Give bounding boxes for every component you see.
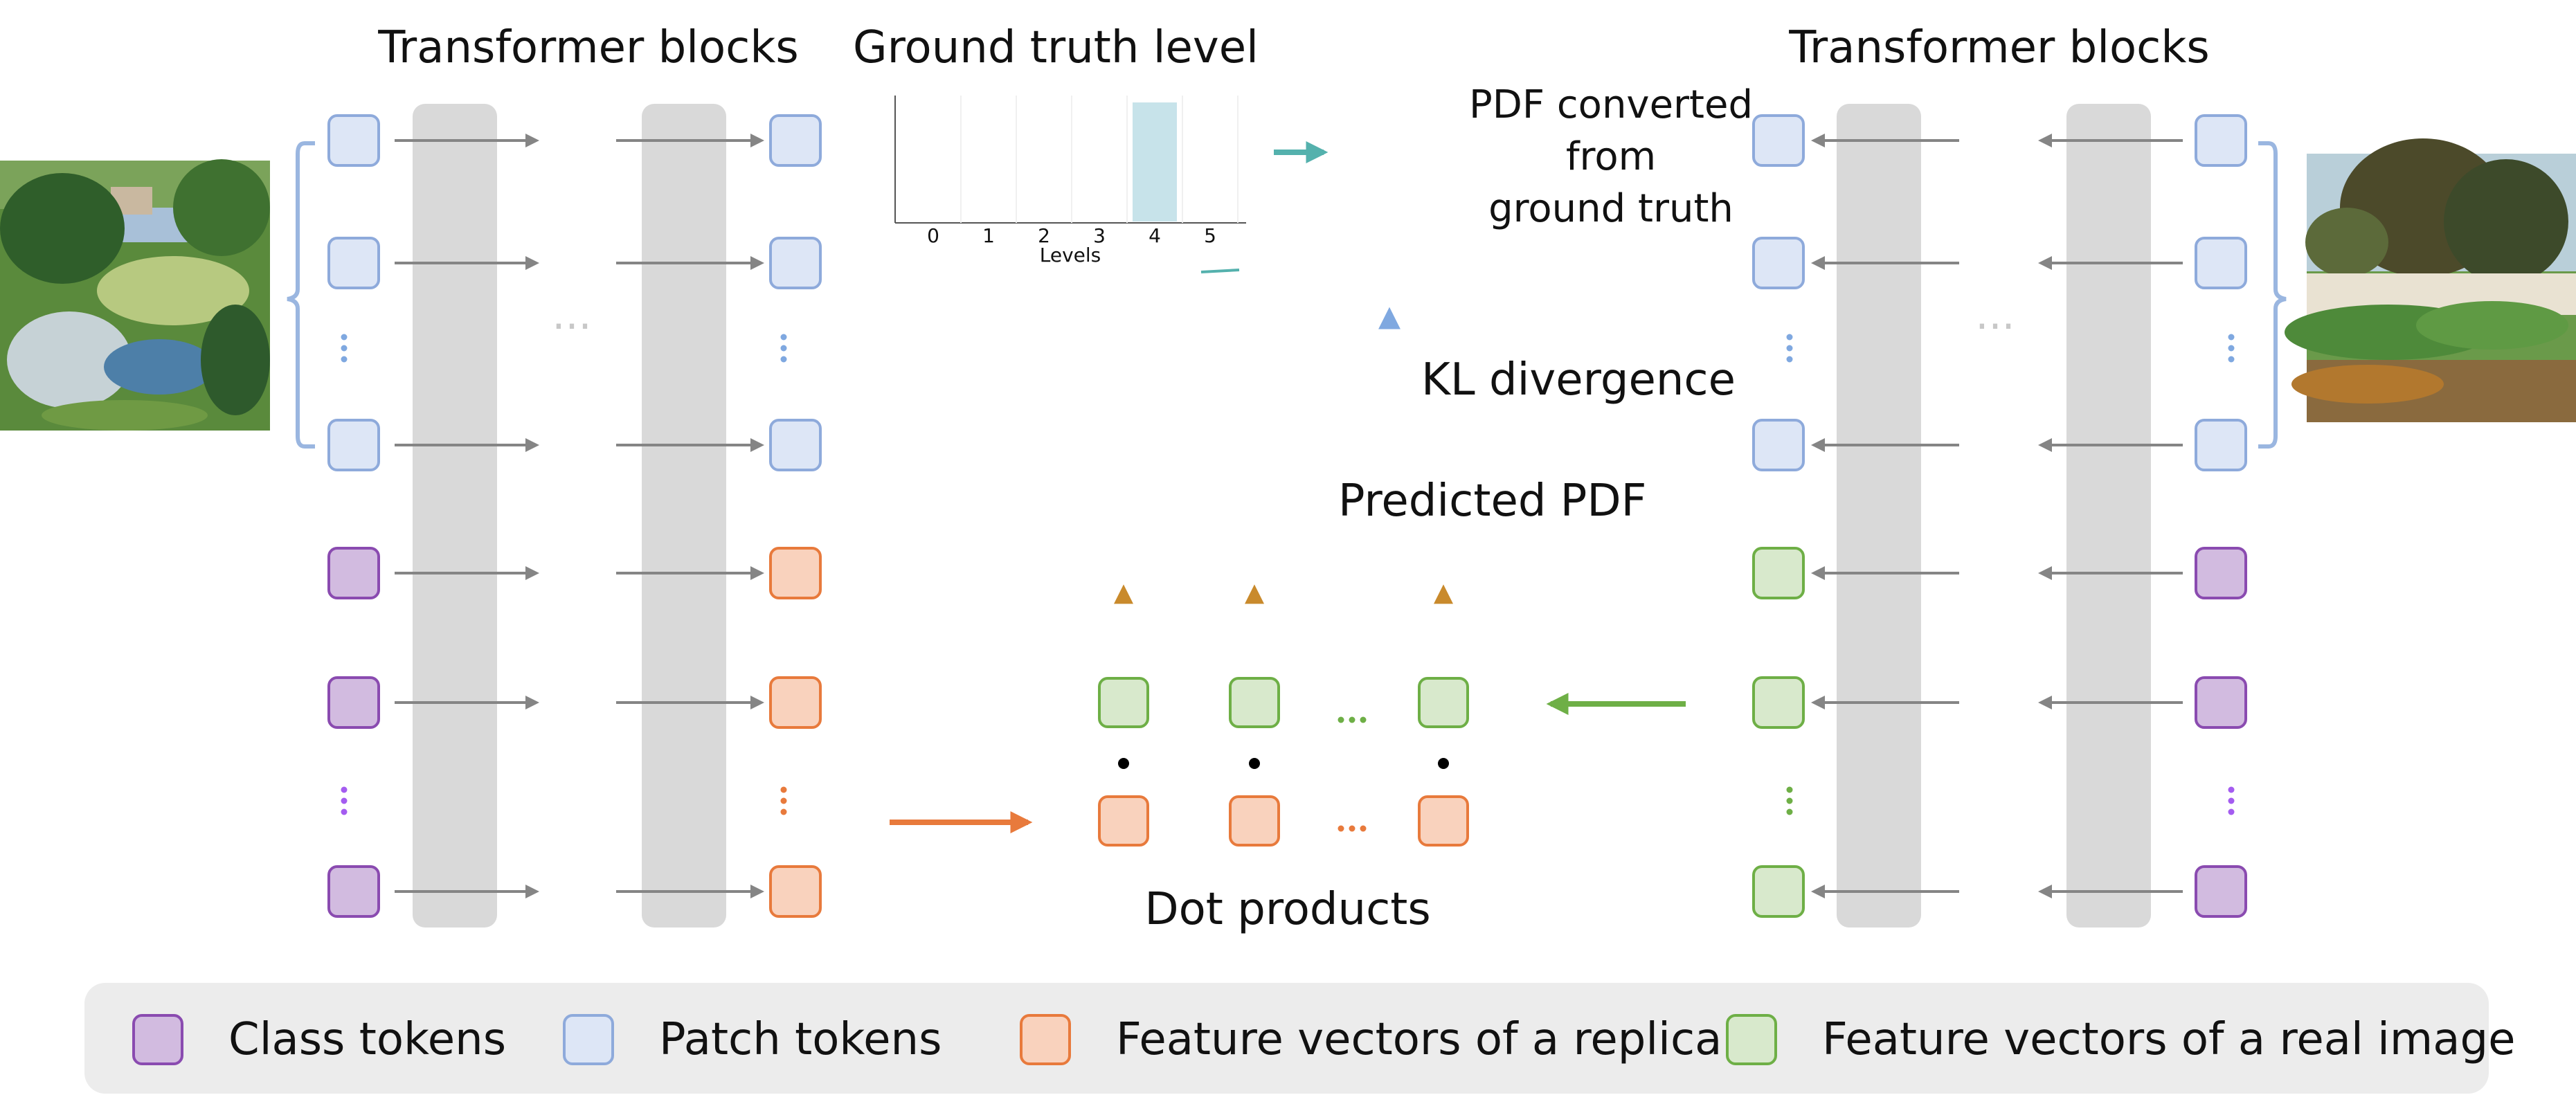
left-input-class-token (327, 547, 380, 599)
dot-real-vector (1418, 677, 1469, 728)
legend-patch-swatch (563, 1014, 614, 1065)
legend-panel (84, 983, 2489, 1094)
right-transformer-heading: Transformer blocks (1788, 22, 2210, 73)
dot-real-hdots (1337, 716, 1367, 723)
legend-real-swatch (1726, 1014, 1777, 1065)
left-transformer-block-1 (413, 104, 497, 927)
gt-chart-x-label: Levels (1040, 244, 1101, 266)
left-transformer-block-2 (642, 104, 726, 927)
left-input-vdots (341, 334, 348, 363)
pdf-converted-line3: ground truth (1488, 186, 1733, 231)
left-output-patch-token (769, 114, 822, 167)
right-output-vdots (1786, 334, 1793, 363)
dot-real-vector (1098, 677, 1149, 728)
right-brace (2258, 141, 2287, 449)
right-transformer-block-2 (2066, 104, 2151, 927)
dot-operator (1249, 758, 1260, 769)
legend: Class tokens Patch tokens Feature vectors … (132, 1014, 2515, 1065)
gt-highlight-bar (1133, 102, 1177, 221)
dot-replica-vector (1418, 795, 1469, 847)
gt-level-heading: Ground truth level (853, 22, 1259, 73)
gt-tick-label-3: 3 (1093, 224, 1106, 247)
right-output-real-token (1752, 865, 1805, 918)
gt-tick-label-4: 4 (1149, 224, 1161, 247)
gt-level-chart: 0 1 2 3 4 5 Levels (894, 96, 1246, 266)
right-output-patch-token (1752, 237, 1805, 289)
gt-tick-label-1: 1 (982, 224, 995, 247)
left-output-replica-token (769, 865, 822, 918)
right-input-vdots (2228, 786, 2235, 815)
right-painting-image (2285, 138, 2576, 422)
left-input-patch-token (327, 114, 380, 167)
right-input-patch-token (2195, 114, 2247, 167)
right-input-class-token (2195, 676, 2247, 729)
left-painting-image (0, 159, 270, 431)
left-input-class-token (327, 676, 380, 729)
left-brace (287, 141, 315, 449)
right-output-real-token (1752, 676, 1805, 729)
pdf-converted-line1: PDF converted (1469, 82, 1753, 127)
left-output-replica-token (769, 676, 822, 729)
left-blocks-ellipsis: ··· (552, 302, 591, 351)
legend-replica-swatch (1020, 1014, 1071, 1065)
gt-tick-label-0: 0 (927, 224, 939, 247)
legend-patch-label: Patch tokens (659, 1014, 942, 1065)
gt-tick-label-5: 5 (1204, 224, 1216, 247)
legend-class-swatch (132, 1014, 183, 1065)
right-blocks-ellipsis: ··· (1975, 302, 2015, 351)
left-output-replica-token (769, 547, 822, 599)
left-output-vdots (780, 786, 787, 815)
legend-class-label: Class tokens (228, 1014, 506, 1065)
right-input-patch-token (2195, 419, 2247, 471)
right-output-patch-token (1752, 419, 1805, 471)
legend-real-label: Feature vectors of a real image (1822, 1014, 2515, 1065)
right-input-vdots (2228, 334, 2235, 363)
left-output-patch-token (769, 419, 822, 471)
right-output-patch-token (1752, 114, 1805, 167)
dot-operator (1438, 758, 1449, 769)
token-columns (327, 114, 2247, 918)
pdf-converted-line2: from (1566, 134, 1656, 179)
predicted-pdf-label: Predicted PDF (1338, 476, 1646, 527)
dot-products-grid (1098, 584, 1469, 847)
dot-operator (1118, 758, 1129, 769)
right-transformer-block-1 (1837, 104, 1921, 927)
gt-tick-label-2: 2 (1038, 224, 1050, 247)
left-input-patch-token (327, 419, 380, 471)
right-input-class-token (2195, 547, 2247, 599)
right-input-class-token (2195, 865, 2247, 918)
gt-pdf-curve (1200, 269, 1240, 273)
left-transformer-heading: Transformer blocks (377, 22, 799, 73)
dot-products-label: Dot products (1144, 884, 1430, 935)
right-output-vdots (1786, 786, 1793, 815)
dot-real-vector (1229, 677, 1280, 728)
dot-replica-hdots (1337, 825, 1367, 832)
left-input-class-token (327, 865, 380, 918)
legend-replica-label: Feature vectors of a replica (1116, 1014, 1722, 1065)
right-output-real-token (1752, 547, 1805, 599)
left-output-patch-token (769, 237, 822, 289)
left-input-patch-token (327, 237, 380, 289)
left-input-vdots (341, 786, 348, 815)
kl-divergence-label: KL divergence (1421, 354, 1736, 406)
left-output-vdots (780, 334, 787, 363)
right-input-patch-token (2195, 237, 2247, 289)
dot-replica-vector (1229, 795, 1280, 847)
dot-replica-vector (1098, 795, 1149, 847)
